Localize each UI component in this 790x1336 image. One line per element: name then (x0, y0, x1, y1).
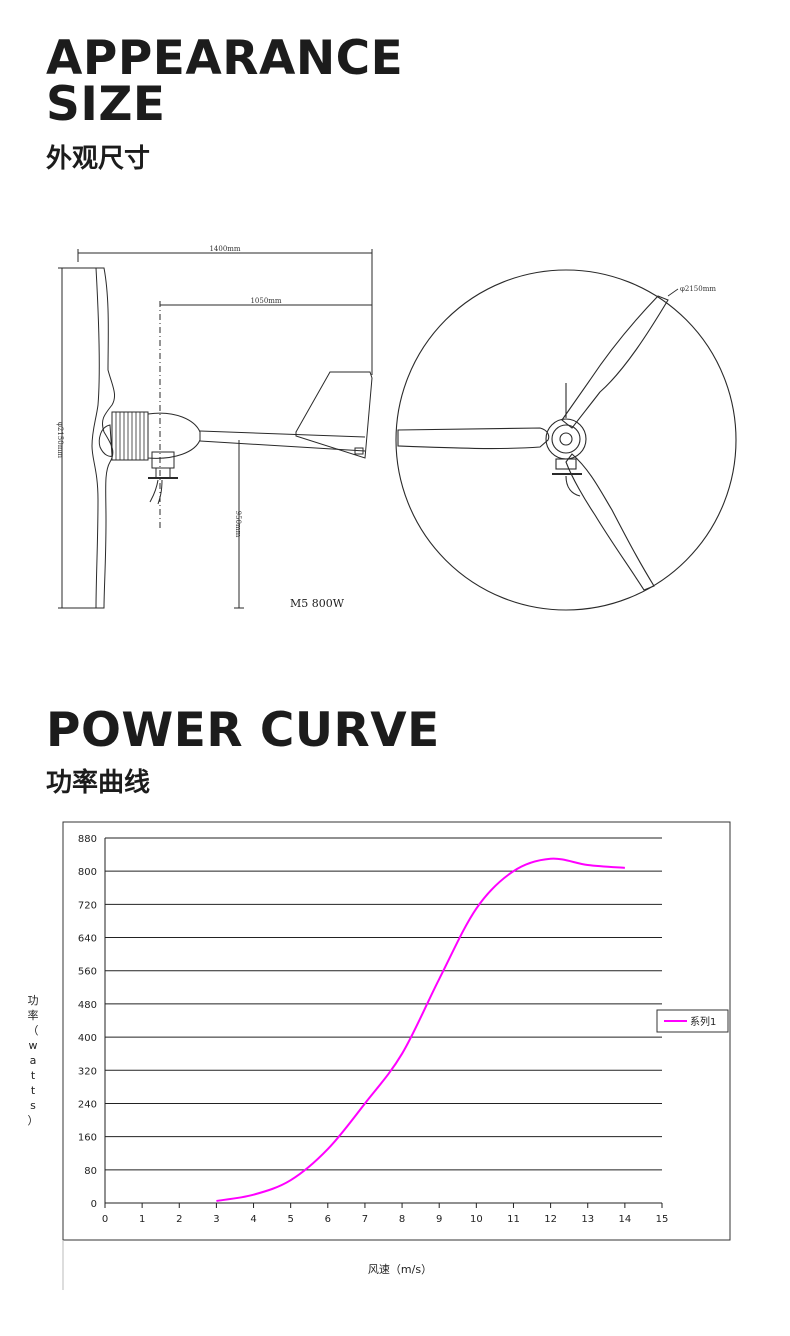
dim-label-height: 950mm (234, 511, 242, 538)
x-tick-label: 15 (656, 1214, 669, 1225)
y-tick-label: 80 (84, 1166, 97, 1177)
y-tick-label: 320 (78, 1066, 97, 1077)
y-tick-label: 480 (78, 1000, 97, 1011)
y-axis-label-char: a (30, 1054, 37, 1067)
x-tick-label: 14 (618, 1214, 631, 1225)
y-axis-label-char: 功 (28, 994, 39, 1007)
x-tick-label: 0 (102, 1214, 108, 1225)
legend-box (656, 1009, 729, 1033)
rotor-swept-circle (395, 269, 737, 611)
series-line-0 (216, 857, 625, 1202)
dim-label-tail-length: 1050mm (250, 297, 281, 305)
x-tick-label: 13 (581, 1214, 594, 1225)
turbine-dimension-drawing: 1400mm 1050mm 950mm φ2150mm M5 800W φ215… (56, 245, 737, 611)
x-tick-label: 12 (544, 1214, 557, 1225)
tail-fin (295, 371, 373, 459)
x-tick-label: 2 (176, 1214, 182, 1225)
y-axis-label-char: 率 (28, 1008, 39, 1022)
x-tick-label: 4 (250, 1214, 256, 1225)
appearance-title-line1: APPEARANCE (46, 31, 404, 86)
dim-label-total-length: 1400mm (209, 245, 240, 253)
power-curve-subtitle: 功率曲线 (46, 768, 151, 798)
y-tick-label: 560 (78, 967, 97, 978)
x-tick-label: 9 (436, 1214, 442, 1225)
y-tick-label: 240 (78, 1099, 97, 1110)
side-blade (91, 267, 115, 609)
front-blade-left (397, 427, 550, 450)
y-tick-label: 640 (78, 934, 97, 945)
y-tick-label: 800 (78, 867, 97, 878)
dim-label-diameter-front: φ2150mm (680, 285, 716, 293)
front-blade-lower (565, 453, 655, 591)
y-axis-label-char: t (31, 1084, 36, 1097)
x-tick-label: 6 (325, 1214, 331, 1225)
y-tick-label: 880 (78, 834, 97, 845)
appearance-title-line2: SIZE (46, 77, 166, 132)
y-axis-label-char: ） (28, 1114, 39, 1127)
model-label: M5 800W (290, 597, 345, 610)
power-curve-title: POWER CURVE (46, 703, 440, 758)
appearance-subtitle: 外观尺寸 (46, 144, 151, 174)
x-tick-label: 3 (213, 1214, 219, 1225)
dim-label-diameter-side: φ2150mm (56, 422, 64, 458)
x-axis-label: 风速（m/s） (368, 1263, 432, 1276)
x-tick-label: 10 (470, 1214, 483, 1225)
x-tick-label: 7 (362, 1214, 368, 1225)
y-axis-label-char: t (31, 1069, 36, 1082)
legend-series-label: 系列1 (690, 1015, 716, 1028)
chart-outer-frame (62, 821, 731, 1241)
y-axis-label-char: w (29, 1039, 38, 1052)
x-tick-label: 5 (287, 1214, 293, 1225)
y-axis-label-char: （ (28, 1024, 39, 1037)
y-tick-label: 160 (78, 1133, 97, 1144)
x-tick-label: 1 (139, 1214, 145, 1225)
legend: 系列1 (656, 1009, 729, 1033)
x-tick-label: 8 (399, 1214, 405, 1225)
x-tick-label: 11 (507, 1214, 520, 1225)
y-tick-label: 0 (91, 1199, 97, 1210)
y-tick-label: 720 (78, 900, 97, 911)
y-tick-label: 400 (78, 1033, 97, 1044)
front-blade-upper (561, 295, 669, 429)
y-axis-label-char: s (30, 1099, 36, 1112)
